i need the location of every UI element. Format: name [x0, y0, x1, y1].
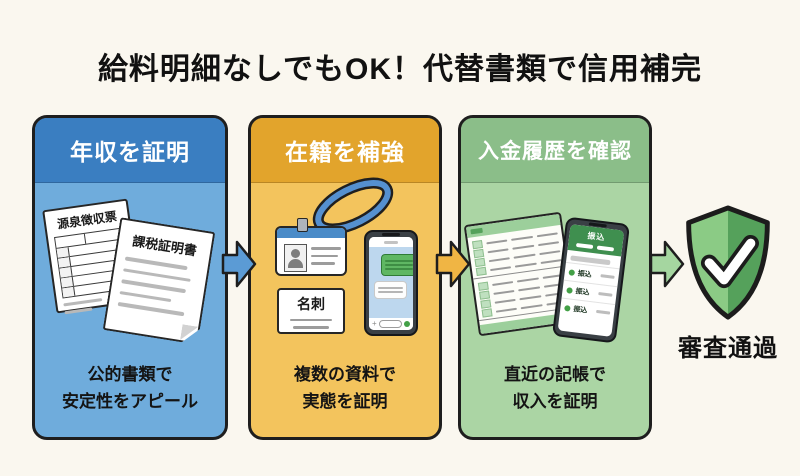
step2-caption-line2: 実態を証明 [302, 391, 388, 411]
transfer-row-label: 振込 [572, 305, 588, 315]
doc-text-line [63, 298, 102, 307]
step-panel-deposit-history: 入金履歴を確認 振込 [458, 115, 652, 440]
id-badge-header-bar [277, 228, 345, 238]
arrow-step2-to-step3 [435, 240, 471, 288]
step1-header: 年収を証明 [35, 118, 225, 183]
amount-line [600, 274, 615, 279]
amount-line [596, 310, 611, 315]
deposit-dot-icon [566, 286, 573, 294]
step3-header-label: 入金履歴を確認 [478, 140, 632, 163]
arrow-step1-to-step2 [221, 240, 257, 288]
step2-caption-line1: 複数の資料で [294, 364, 396, 384]
business-card-label: 名刺 [297, 295, 325, 312]
step1-header-label: 年収を証明 [70, 139, 190, 165]
step3-header: 入金履歴を確認 [461, 118, 649, 183]
id-photo [284, 244, 307, 272]
step3-caption: 直近の記帳で 収入を証明 [461, 361, 649, 415]
deposit-dot-icon [564, 304, 571, 312]
business-card: 名刺 [277, 288, 345, 334]
id-text-lines [311, 247, 343, 270]
phone-notch [382, 233, 400, 236]
doc-text-line [64, 307, 93, 315]
chat-bubble-outgoing [381, 254, 413, 276]
chat-input-bar: + [369, 318, 413, 330]
step3-caption-line2: 収入を証明 [512, 391, 598, 411]
chat-app-phone: + [364, 230, 418, 336]
chat-header [369, 237, 413, 247]
chat-input-field [378, 320, 402, 328]
send-button-icon [404, 321, 410, 327]
transfer-row-label: 振込 [577, 269, 593, 279]
page-title: 給料明細なしでもOK！代替書類で信用補完 [97, 53, 703, 87]
amount-line [598, 292, 613, 297]
badge-clip [297, 218, 308, 232]
chat-area [369, 247, 413, 318]
deposit-dot-icon [568, 268, 576, 276]
chat-screen: + [369, 237, 413, 330]
step2-header: 在籍を補強 [251, 118, 439, 183]
banking-screen: 振込 振込 振込 振込 [557, 224, 625, 337]
step1-caption-line2: 安定性をアピール [62, 391, 198, 411]
step2-header-label: 在籍を補強 [285, 139, 405, 165]
doc-text-line [123, 268, 191, 282]
card-text-line [293, 326, 329, 329]
step2-caption: 複数の資料で 実態を証明 [251, 361, 439, 415]
person-icon [291, 249, 300, 258]
result-label: 審査通過 [678, 335, 778, 362]
arrow-step3-to-result [649, 240, 685, 288]
chat-bubble-incoming [374, 281, 407, 299]
folded-corner [180, 324, 198, 342]
plus-icon: + [372, 319, 377, 328]
approval-shield-icon [686, 205, 770, 320]
id-badge [275, 226, 347, 276]
banking-app-phone: 振込 振込 振込 振込 [551, 216, 631, 344]
transfer-row-label: 振込 [575, 287, 590, 297]
step-panel-employment-proof: 在籍を補強 名刺 [248, 115, 442, 440]
doc-text-line [121, 279, 186, 293]
step1-caption-line1: 公的書類で [87, 364, 173, 384]
card-text-line [290, 318, 332, 321]
banking-app-header: 振込 [567, 224, 625, 257]
tax-certificate-title: 課税証明書 [131, 233, 198, 259]
step-panel-income-proof: 年収を証明 源泉徴収票 課税証明書 公的書類で [32, 115, 228, 440]
step1-caption: 公的書類で 安定性をアピール [35, 361, 225, 415]
doc-text-line [119, 291, 171, 303]
lanyard-strap [312, 177, 394, 235]
doc-text-line [118, 302, 184, 316]
step3-caption-line1: 直近の記帳で [504, 364, 606, 384]
doc-text-line [125, 256, 188, 269]
tax-certificate-document: 課税証明書 [103, 217, 216, 345]
